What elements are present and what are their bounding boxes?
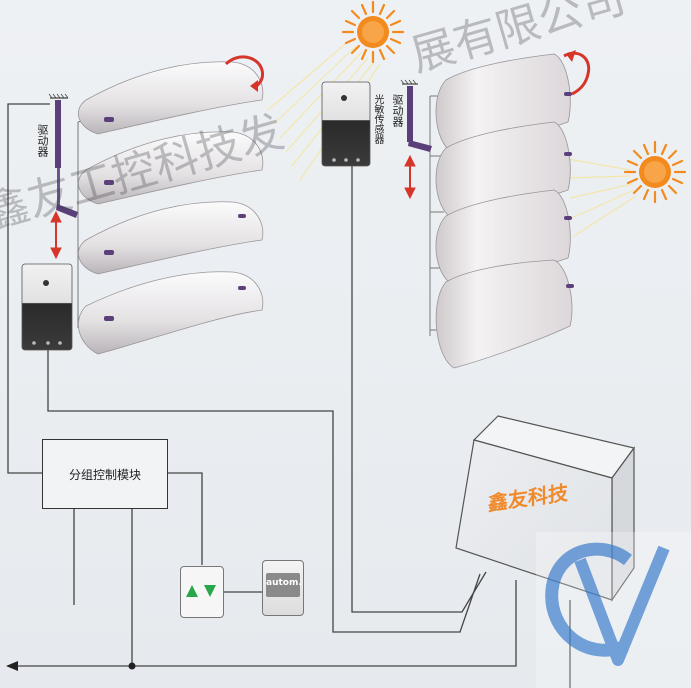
louver-blade [435, 259, 574, 369]
light-sensor-label: 光敏传感器 [372, 94, 383, 144]
group-control-module-label: 分组控制模块 [68, 468, 141, 482]
auto-mode-button[interactable]: autom. [262, 560, 304, 616]
louver-blade [435, 189, 572, 285]
left-louver-blades [77, 61, 264, 355]
up-down-arrow-icon [404, 154, 416, 200]
driver-label-right: 驱动器 [391, 94, 404, 127]
junction-dot [128, 662, 136, 670]
group-control-module: 分组控制模块 [42, 439, 168, 509]
louver-blade [78, 271, 264, 355]
louver-blade [77, 131, 264, 205]
up-down-arrow-icon [50, 210, 62, 260]
auto-button-label: autom. [266, 578, 302, 588]
cv-logo-icon [536, 532, 691, 688]
middle-light-sensor-device [321, 81, 371, 167]
rotate-arrow-icon [224, 55, 264, 92]
sun-icon [341, 0, 405, 64]
left-light-sensor-device [21, 263, 73, 351]
left-driver-actuator [48, 93, 78, 218]
wiring-lines [7, 103, 571, 688]
louver-blade [77, 201, 264, 275]
right-driver-actuator [400, 79, 432, 152]
auto-button-face: autom. [266, 573, 302, 597]
bus-arrow-head [6, 661, 18, 671]
louver-blade [77, 61, 264, 135]
rotate-arrow-icon [563, 50, 591, 96]
driver-label-left: 驱动器 [36, 124, 49, 157]
up-arrow-icon[interactable] [185, 583, 199, 599]
right-louver-blades [435, 53, 574, 369]
sun-rays-right [561, 157, 637, 237]
up-down-button-panel[interactable] [180, 566, 224, 618]
down-arrow-icon[interactable] [203, 583, 217, 599]
sun-icon [623, 140, 687, 204]
